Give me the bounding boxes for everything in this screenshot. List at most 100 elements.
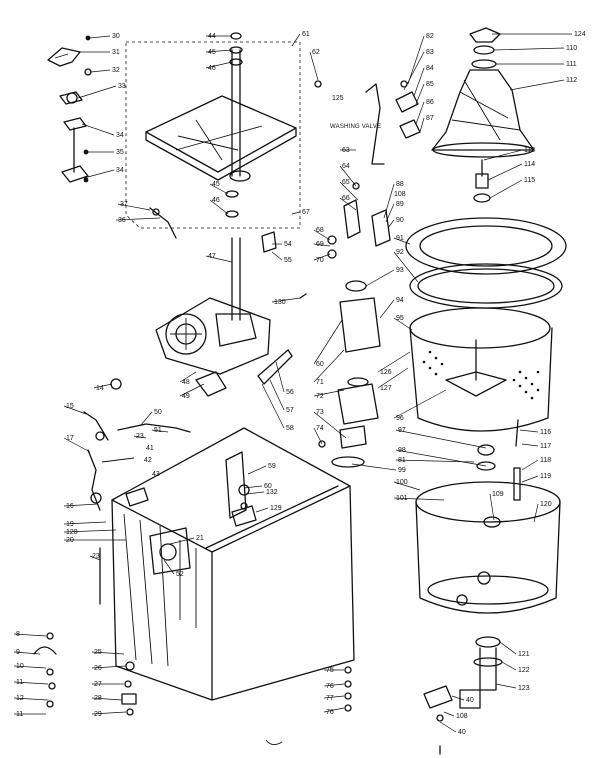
leader-line — [13, 697, 49, 701]
part-number-label: 45 — [212, 181, 220, 188]
part-number-label: 56 — [286, 389, 294, 396]
part-number-label: 16 — [66, 503, 74, 510]
part-number-label: 101 — [396, 495, 408, 502]
part-number-label: 49 — [182, 393, 190, 400]
leader-line — [383, 183, 395, 219]
leader-line — [209, 199, 229, 215]
leader-line — [489, 179, 523, 199]
leader-line — [413, 67, 425, 97]
part-number-label: 40 — [466, 697, 474, 704]
part-number-label: 122 — [518, 667, 530, 674]
part-number-label: 62 — [312, 49, 320, 56]
spin-basket — [409, 307, 553, 432]
leader-line — [89, 555, 101, 561]
leader-line — [115, 217, 161, 221]
part-number-label: 118 — [540, 457, 551, 464]
leader-line — [309, 51, 319, 81]
leader-line — [63, 521, 107, 525]
part-number-label: 125 — [332, 95, 344, 102]
part-number-label: 11 — [16, 711, 23, 718]
leader-line — [255, 507, 269, 513]
leader-line — [393, 389, 447, 419]
part-number-label: 127 — [380, 385, 392, 392]
part-number-label: 34 — [116, 132, 124, 139]
part-number-label: 74 — [316, 425, 324, 432]
part-number-label: 68 — [316, 227, 324, 234]
part-number-label: 63 — [342, 147, 350, 154]
part-number-label: 14 — [96, 385, 104, 392]
part-number-label: 61 — [302, 31, 310, 38]
leader-line — [313, 229, 331, 241]
part-number-label: 113 — [524, 147, 535, 154]
part-number-label: 89 — [396, 201, 404, 208]
leader-line — [407, 35, 425, 85]
part-number-label: 76 — [326, 709, 334, 716]
leader-line — [339, 165, 357, 187]
part-number-label: 111 — [566, 61, 577, 68]
leader-line — [323, 683, 345, 687]
leader-line — [393, 237, 411, 245]
part-number-label: 86 — [426, 99, 434, 106]
part-number-label: 116 — [540, 429, 551, 436]
leader-line — [393, 481, 421, 491]
leader-line — [163, 559, 175, 575]
part-number-label: 60 — [316, 361, 324, 368]
part-number-label: 36 — [118, 217, 126, 224]
part-number-label: 100 — [396, 479, 408, 486]
part-number-label: 40 — [458, 729, 466, 736]
leader-line — [521, 459, 539, 471]
part-number-label: 33 — [118, 83, 126, 90]
leader-line — [209, 183, 229, 195]
leader-line — [151, 429, 169, 433]
part-number-label: 23 — [136, 433, 144, 440]
small-hardware-group — [33, 632, 352, 716]
leader-line — [313, 349, 345, 383]
part-number-label: 10 — [16, 663, 24, 670]
part-number-label: 97 — [398, 427, 406, 434]
agitator-assembly — [431, 27, 535, 203]
leader-line — [63, 529, 117, 533]
part-number-label: 88 — [396, 181, 404, 188]
part-number-label: 114 — [524, 161, 535, 168]
part-number-label: 121 — [518, 651, 530, 658]
part-number-label: 11 — [16, 679, 23, 686]
part-number-label: 119 — [540, 473, 551, 480]
stray-mark — [265, 739, 283, 745]
leader-line — [63, 405, 87, 415]
part-number-label: 112 — [566, 77, 577, 84]
part-number-label: 115 — [524, 177, 535, 184]
part-number-label: 93 — [396, 267, 404, 274]
part-number-label: 59 — [268, 463, 276, 470]
part-number-label: 50 — [154, 409, 162, 416]
leader-line — [291, 33, 301, 47]
leader-line — [63, 437, 91, 453]
part-number-label: 71 — [316, 379, 324, 386]
tub-ring — [405, 217, 567, 309]
leader-line — [501, 661, 517, 671]
part-number-label: 30 — [112, 33, 120, 40]
part-number-label: 9 — [16, 649, 20, 656]
part-number-label: 20 — [66, 537, 74, 544]
leader-line — [271, 251, 283, 261]
drain-hose-assembly — [423, 636, 503, 722]
part-number-label: 28 — [94, 695, 102, 702]
leader-line — [13, 665, 47, 669]
leader-line — [415, 83, 425, 105]
part-number-label: 52 — [176, 571, 184, 578]
transmission-group-outline — [125, 41, 301, 229]
part-number-label: 57 — [286, 407, 294, 414]
leader-line — [91, 697, 123, 701]
leader-line — [385, 203, 395, 223]
part-number-label: 75 — [326, 667, 334, 674]
transmission-cover-plate — [145, 32, 322, 218]
leader-line — [419, 117, 425, 133]
leader-line — [393, 251, 419, 283]
leader-line — [379, 299, 395, 319]
leader-line — [93, 383, 113, 389]
part-number-label: 48 — [182, 379, 190, 386]
part-number-label: 23 — [92, 553, 100, 560]
leader-line — [205, 255, 233, 263]
part-number-label: 65 — [342, 179, 350, 186]
